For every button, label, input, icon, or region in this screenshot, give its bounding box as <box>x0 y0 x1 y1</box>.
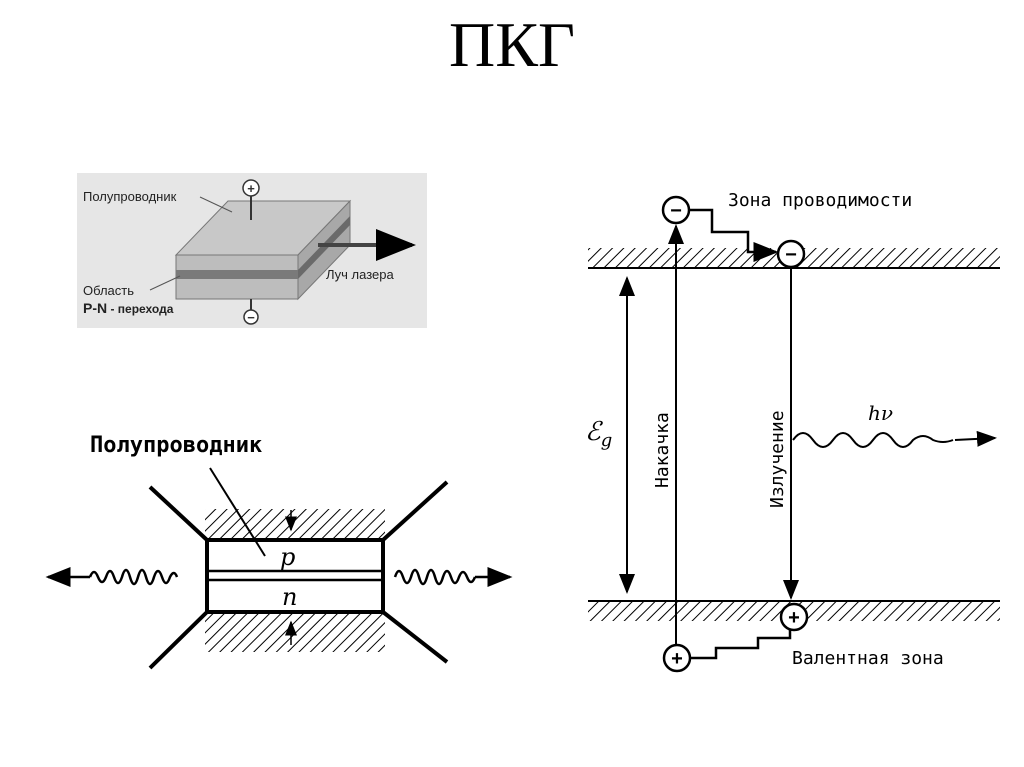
photon-label: hν <box>868 401 893 425</box>
semiconductor-pointer-bottom <box>209 467 266 557</box>
conduction-band-label: Зона проводимости <box>728 190 912 211</box>
beam-label: Луч лазера <box>326 267 395 282</box>
electron-top-icon <box>661 195 691 225</box>
mount-line-bottom-left <box>148 610 209 670</box>
region-pointer-line <box>149 275 181 291</box>
emission-label: Излучение <box>767 410 788 508</box>
photon-arrow <box>954 430 997 447</box>
plus-terminal-sign: + <box>247 181 255 196</box>
region-label-rest: - перехода <box>107 302 174 316</box>
bottom-electrode-hatch <box>205 612 385 652</box>
region-label-line2: P-N - перехода <box>83 300 174 316</box>
minus-terminal-sign: − <box>247 310 255 325</box>
right-emission-wave <box>393 568 477 586</box>
band-gap-symbol: ℰ <box>585 417 603 447</box>
hole-bottom-icon <box>662 643 692 673</box>
pn-junction-stripe <box>176 270 298 279</box>
minus-terminal-icon <box>243 309 259 325</box>
semiconductor-label-top: Полупроводник <box>83 189 177 204</box>
pumping-label: Накачка <box>652 412 673 488</box>
laser-block-figure: + − Полупроводник Область P-N - перехода… <box>77 173 427 328</box>
hole-top-sign: + <box>788 607 800 629</box>
left-emission-wave <box>88 568 179 586</box>
region-label-pn: P-N <box>83 300 107 316</box>
pn-structure-figure: Полупроводник p n <box>45 433 513 670</box>
electron-bottom-icon <box>776 239 806 269</box>
electron-bottom-sign: − <box>785 244 797 266</box>
electron-relaxation-path <box>686 208 779 262</box>
hole-relaxation-path <box>690 628 792 660</box>
pn-junction-stripe-side <box>298 216 350 279</box>
band-gap-label: ℰg <box>585 417 612 451</box>
mount-line-top-left <box>148 485 209 542</box>
valence-band-label: Валентная зона <box>792 648 944 669</box>
hole-top-icon <box>779 602 809 632</box>
band-gap-subscript: g <box>601 430 613 451</box>
semiconductor-label-bottom: Полупроводник <box>90 433 262 458</box>
plus-terminal-icon <box>242 179 260 197</box>
electron-top-sign: − <box>670 200 682 222</box>
slide-title: ПКГ <box>449 9 575 80</box>
mount-line-top-right <box>381 480 449 542</box>
hole-bottom-sign: + <box>671 648 683 670</box>
p-region-label: p <box>280 543 295 571</box>
n-region-label: n <box>282 583 297 611</box>
mount-line-bottom-right <box>381 610 449 664</box>
photon-wave <box>792 432 954 448</box>
band-diagram-figure: Зона проводимости Валентная зона ℰg Нака… <box>585 190 1000 673</box>
crystal-body <box>205 538 385 614</box>
top-electrode-hatch <box>205 509 385 539</box>
semiconductor-pointer-line <box>199 196 233 213</box>
region-label-line1: Область <box>83 283 134 298</box>
